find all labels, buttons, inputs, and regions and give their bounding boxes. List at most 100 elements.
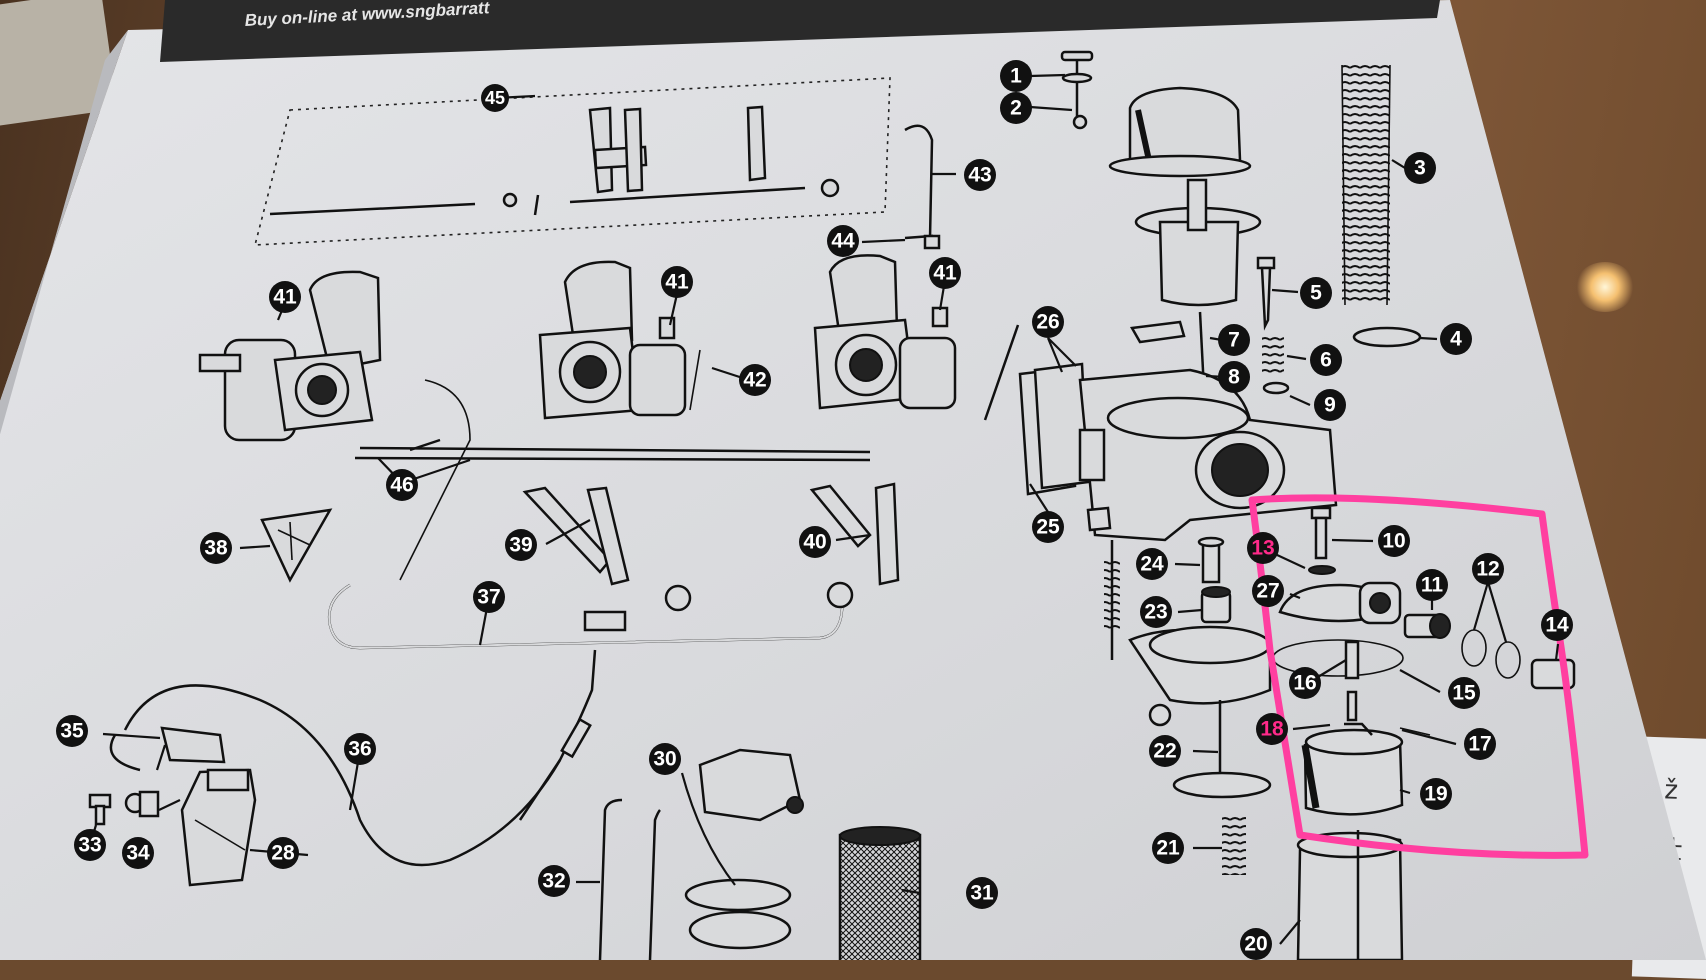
part-throttle-rods	[354, 324, 1020, 581]
callout-16: 16	[1289, 667, 1321, 699]
svg-text:44: 44	[831, 230, 855, 253]
svg-text:46: 46	[390, 474, 413, 497]
part-heat-shield-plate	[260, 508, 333, 583]
svg-text:11: 11	[1421, 574, 1444, 597]
part-sediment-bowl	[180, 768, 257, 887]
svg-text:17: 17	[1468, 733, 1491, 756]
svg-text:36: 36	[348, 738, 371, 761]
svg-text:5: 5	[1310, 282, 1322, 305]
svg-text:6: 6	[1320, 349, 1332, 372]
callout-18: 18	[1256, 713, 1288, 745]
part-suction-chamber	[1108, 86, 1252, 178]
part-piston-spring	[1341, 64, 1391, 306]
callout-3: 3	[1404, 152, 1436, 184]
part-bracket-40	[809, 482, 900, 586]
svg-text:35: 35	[60, 720, 84, 743]
part-float-lid-bolt	[1308, 506, 1336, 575]
callout-32: 32	[538, 865, 570, 897]
callout-7: 7	[1218, 324, 1250, 356]
callout-17: 17	[1464, 728, 1496, 760]
part-jet-housing	[1128, 625, 1272, 799]
callout-40: 40	[799, 526, 831, 558]
svg-text:20: 20	[1244, 933, 1267, 956]
part-jet-bearing	[1197, 536, 1225, 584]
svg-text:25: 25	[1036, 516, 1060, 539]
callout-41-left: 41	[269, 281, 301, 313]
callout-24: 24	[1136, 548, 1168, 580]
part-float	[1301, 722, 1431, 816]
callout-5: 5	[1300, 277, 1332, 309]
part-choke-rod	[904, 124, 941, 250]
svg-text:32: 32	[542, 870, 565, 893]
part-linkage-assembly	[253, 77, 891, 246]
part-bracket-39	[522, 486, 630, 586]
callout-33: 33	[74, 829, 106, 861]
svg-text:14: 14	[1545, 614, 1569, 637]
part-jet-adjusting-lever	[1086, 506, 1120, 660]
callout-28: 28	[267, 837, 299, 869]
svg-text:12: 12	[1476, 558, 1499, 581]
svg-text:45: 45	[485, 88, 505, 108]
callout-9: 9	[1314, 389, 1346, 421]
callout-11: 11	[1416, 569, 1448, 601]
light-reflection	[1575, 262, 1635, 312]
part-thrust-washer	[1352, 326, 1422, 348]
svg-text:42: 42	[743, 369, 766, 392]
callout-10: 10	[1378, 525, 1410, 557]
svg-text:2: 2	[1010, 97, 1022, 120]
svg-text:37: 37	[477, 586, 500, 609]
parts-diagram-sheet: Buy on-line at www.sngbarratt	[0, 0, 1706, 960]
part-filter-element	[838, 826, 922, 960]
part-piston	[1134, 178, 1262, 307]
svg-text:13: 13	[1251, 537, 1274, 560]
callout-23: 23	[1140, 596, 1172, 628]
callout-44: 44	[827, 225, 859, 257]
callout-41-right: 41	[929, 257, 961, 289]
svg-text:31: 31	[970, 882, 994, 905]
callout-4: 4	[1440, 323, 1472, 355]
svg-text:1: 1	[1010, 65, 1022, 88]
svg-text:15: 15	[1452, 682, 1476, 705]
callout-42: 42	[739, 364, 771, 396]
part-banjo-bolt	[1403, 613, 1451, 639]
paper-page	[0, 0, 1706, 960]
callout-26: 26	[1032, 306, 1064, 338]
callout-6: 6	[1310, 344, 1342, 376]
callout-35: 35	[56, 715, 88, 747]
svg-text:24: 24	[1140, 553, 1164, 576]
callout-12: 12	[1472, 553, 1504, 585]
svg-text:41: 41	[665, 271, 689, 294]
part-carburettor-right	[813, 254, 957, 410]
svg-text:38: 38	[204, 537, 228, 560]
part-carburettor-middle	[538, 260, 687, 420]
part-pump-rods	[598, 798, 661, 960]
part-pin-spring-and-clip	[1262, 336, 1290, 395]
svg-text:41: 41	[933, 262, 957, 285]
svg-text:19: 19	[1424, 783, 1447, 806]
callout-43: 43	[964, 159, 996, 191]
part-carburettor-left	[198, 270, 382, 442]
callout-14: 14	[1541, 609, 1573, 641]
svg-text:22: 22	[1153, 740, 1176, 763]
callout-27: 27	[1252, 575, 1284, 607]
callout-31: 31	[966, 877, 998, 909]
svg-text:28: 28	[271, 842, 295, 865]
svg-text:10: 10	[1382, 530, 1405, 553]
part-jet-locking-nut	[1200, 586, 1232, 624]
callout-34: 34	[122, 837, 154, 869]
svg-text:18: 18	[1260, 718, 1284, 741]
svg-text:21: 21	[1156, 837, 1180, 860]
highlight-box	[1248, 494, 1589, 859]
svg-text:43: 43	[968, 164, 991, 187]
svg-text:41: 41	[273, 286, 297, 309]
callout-22: 22	[1149, 735, 1181, 767]
svg-text:4: 4	[1450, 328, 1462, 351]
part-damper-cap	[1060, 50, 1094, 130]
part-screw-5	[1256, 256, 1276, 331]
svg-text:39: 39	[509, 534, 532, 557]
top-banner	[160, 0, 1440, 62]
callout-41-middle: 41	[661, 266, 693, 298]
callout-45: 45	[481, 84, 509, 112]
part-mounting-bracket	[160, 726, 226, 764]
svg-text:30: 30	[653, 748, 676, 771]
